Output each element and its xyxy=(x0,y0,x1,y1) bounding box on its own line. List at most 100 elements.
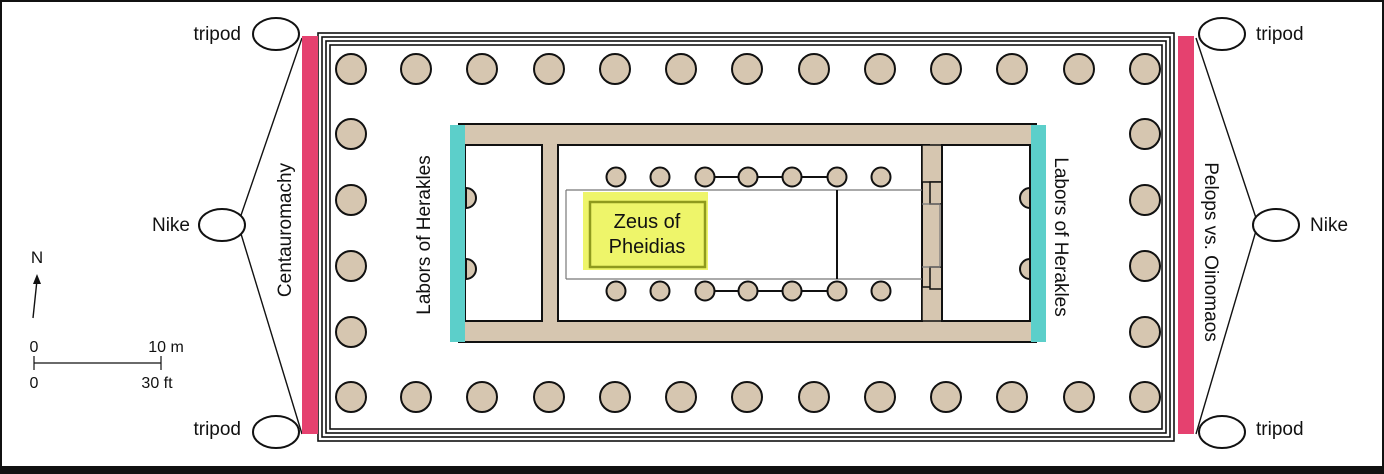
column xyxy=(694,280,716,302)
column xyxy=(826,280,848,302)
bottom-border xyxy=(0,466,1384,474)
porch-column-east-south xyxy=(1019,257,1031,281)
pronaos xyxy=(941,144,1031,322)
column xyxy=(533,53,565,85)
north-arrow-label: N xyxy=(31,248,43,267)
centauromachy-frieze xyxy=(302,36,318,434)
column xyxy=(864,381,896,413)
zeus-label-line1: Zeus of xyxy=(614,211,681,233)
tripod-se-label: tripod xyxy=(1256,419,1304,440)
column xyxy=(466,53,498,85)
column xyxy=(335,381,367,413)
scale-imperial-end: 30 ft xyxy=(141,375,173,392)
akroteria xyxy=(198,17,1300,449)
column xyxy=(798,53,830,85)
column xyxy=(335,184,367,216)
north-arrow: N xyxy=(31,248,43,319)
zeus-statue-base xyxy=(588,200,707,269)
column xyxy=(930,381,962,413)
column xyxy=(1129,381,1161,413)
tripod-nw-label: tripod xyxy=(193,24,241,45)
column xyxy=(1063,53,1095,85)
scale-bar xyxy=(33,356,162,370)
scale-imperial-zero: 0 xyxy=(30,375,39,392)
north-arrow-head-icon xyxy=(33,274,41,284)
nike-west-label: Nike xyxy=(152,215,190,236)
herakles-metopes-west xyxy=(450,125,465,342)
column xyxy=(996,381,1028,413)
cella xyxy=(458,123,1037,343)
column xyxy=(335,118,367,150)
pediment-west-lines xyxy=(237,37,303,435)
porch-column-west-south xyxy=(465,257,477,281)
herakles-east-label: Labors of Herakles xyxy=(1050,157,1071,316)
column xyxy=(781,280,803,302)
column xyxy=(826,166,848,188)
door-jamb-south xyxy=(921,286,943,322)
tripod-ne-ellipse xyxy=(1198,17,1246,51)
tripod-nw-ellipse xyxy=(252,17,300,51)
column xyxy=(781,166,803,188)
column xyxy=(400,381,432,413)
column xyxy=(1063,381,1095,413)
column xyxy=(649,166,671,188)
herakles-west-label: Labors of Herakles xyxy=(414,155,435,314)
column xyxy=(930,53,962,85)
column xyxy=(335,53,367,85)
tripod-se-ellipse xyxy=(1198,415,1246,449)
column xyxy=(335,316,367,348)
column xyxy=(737,280,759,302)
tripod-sw-ellipse xyxy=(252,415,300,449)
column xyxy=(694,166,716,188)
column xyxy=(599,53,631,85)
interior-columns xyxy=(605,166,892,302)
zeus-label-line2: Pheidias xyxy=(609,236,686,258)
naos-screen-lines xyxy=(566,189,941,280)
column xyxy=(864,53,896,85)
column xyxy=(870,166,892,188)
column xyxy=(649,280,671,302)
opisthodomos xyxy=(464,144,543,322)
column xyxy=(1129,250,1161,282)
door-jamb-north-block xyxy=(929,181,943,205)
column xyxy=(466,381,498,413)
column xyxy=(665,53,697,85)
scale-metric-zero: 0 xyxy=(30,339,39,356)
tripod-ne-label: tripod xyxy=(1256,24,1304,45)
tripod-sw-label: tripod xyxy=(193,419,241,440)
centauromachy-label: Centauromachy xyxy=(275,162,296,297)
door-jamb-north xyxy=(921,144,943,183)
column xyxy=(731,53,763,85)
column xyxy=(605,166,627,188)
porch-column-east-north xyxy=(1019,186,1031,210)
scale-metric-end: 10 m xyxy=(148,339,184,356)
column xyxy=(335,250,367,282)
herakles-metopes-east xyxy=(1031,125,1046,342)
column xyxy=(1129,53,1161,85)
pelops-frieze xyxy=(1178,36,1194,434)
pelops-label: Pelops vs. Oinomaos xyxy=(1200,162,1221,342)
porch-column-west-north xyxy=(465,186,477,210)
column xyxy=(1129,184,1161,216)
column xyxy=(605,280,627,302)
column xyxy=(1129,316,1161,348)
porch-columns xyxy=(465,186,1031,281)
column xyxy=(870,280,892,302)
column xyxy=(1129,118,1161,150)
north-arrow-shaft xyxy=(32,279,38,319)
column xyxy=(533,381,565,413)
peristyle-columns xyxy=(335,53,1161,413)
column xyxy=(599,381,631,413)
column xyxy=(665,381,697,413)
column xyxy=(400,53,432,85)
zeus-highlight xyxy=(583,192,708,270)
column xyxy=(996,53,1028,85)
pediment-east-lines xyxy=(1195,37,1259,435)
nike-west-ellipse xyxy=(198,208,246,242)
column xyxy=(798,381,830,413)
column xyxy=(731,381,763,413)
door-jamb-south-block xyxy=(929,266,943,290)
nike-east-ellipse xyxy=(1252,208,1300,242)
nike-east-label: Nike xyxy=(1310,215,1348,236)
